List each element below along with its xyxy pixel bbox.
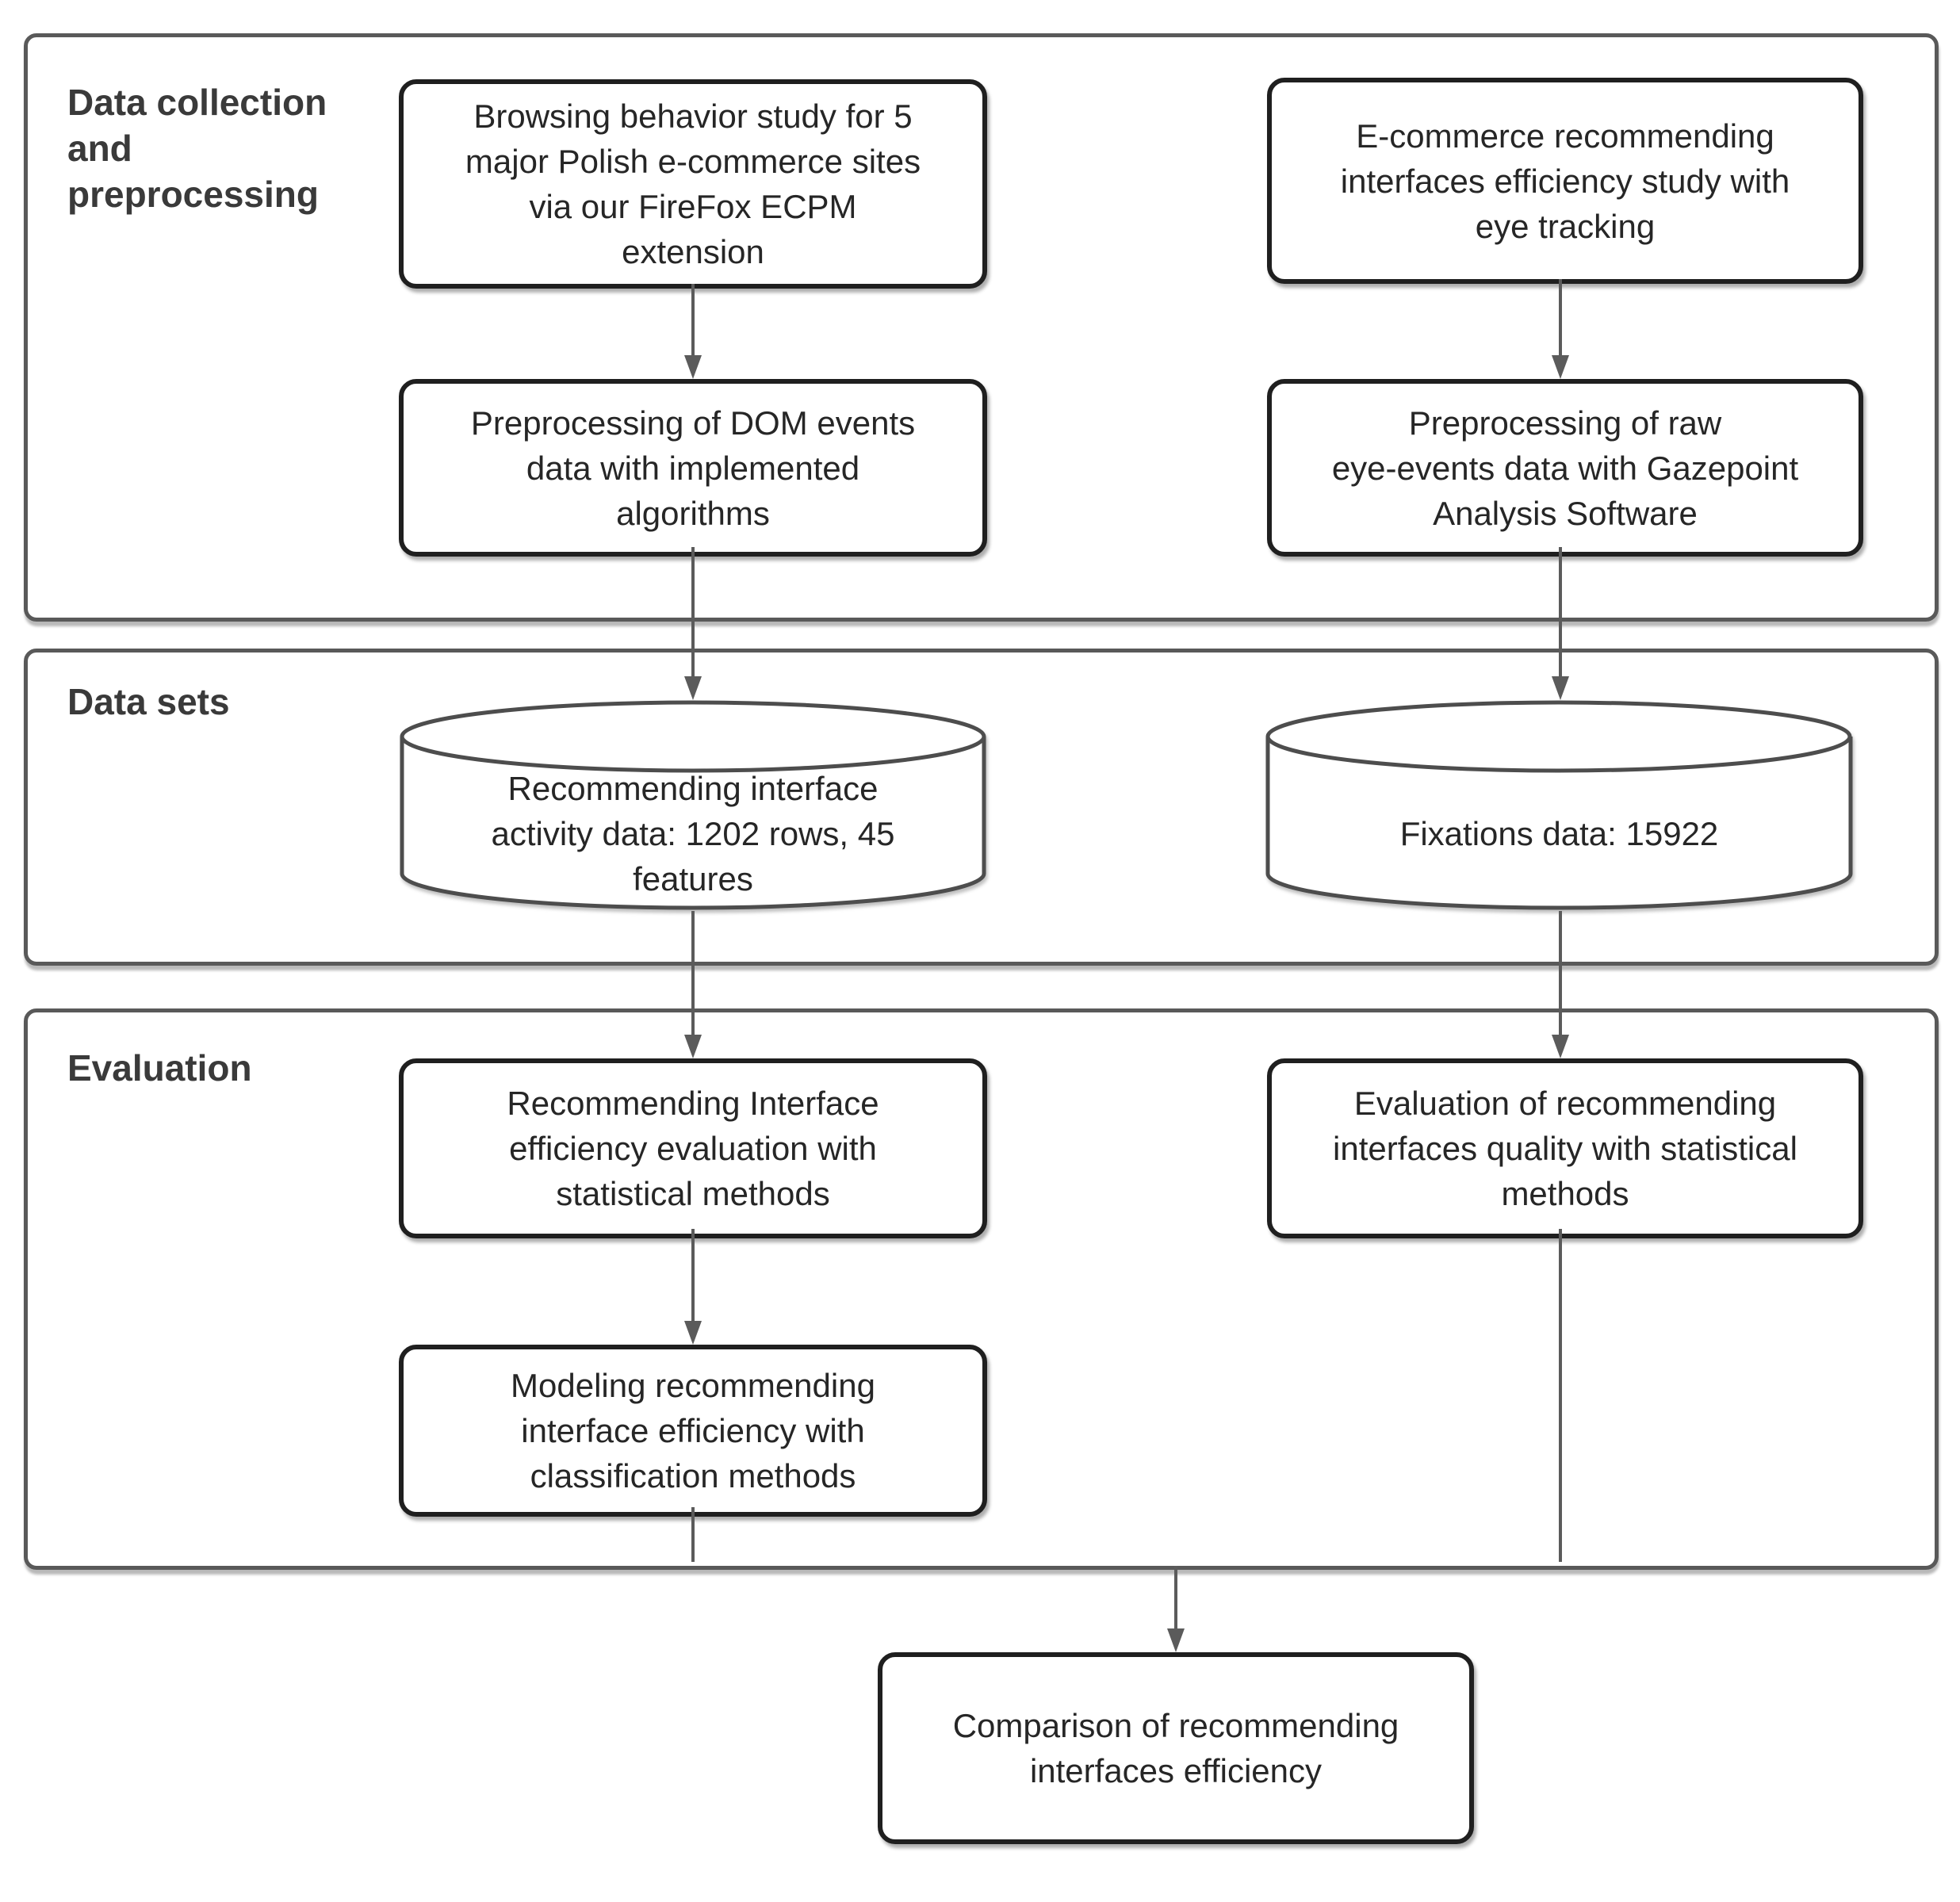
node-comparison-text: Comparison of recommending interfaces ef…	[952, 1707, 1399, 1789]
arrowhead-icon	[684, 1035, 702, 1058]
connector-line	[691, 911, 695, 1035]
node-eye-tracking-study: E-commerce recommending interfaces effic…	[1267, 78, 1863, 284]
arrowhead-icon	[1552, 1035, 1569, 1058]
connector-line	[1559, 547, 1562, 677]
section-data-collection	[24, 33, 1939, 622]
cylinder-shape	[1265, 700, 1853, 910]
arrowhead-icon	[684, 676, 702, 700]
fixations-dataset-text: Fixations data: 15922	[1399, 814, 1719, 852]
connector-modeling-to-border	[683, 1507, 702, 1562]
connector-statistical-to-modeling	[683, 1229, 702, 1345]
connector-evaluation-to-comparison	[1166, 1566, 1185, 1652]
activity-dataset-cylinder: Recommending interface activity data: 12…	[398, 700, 988, 911]
arrowhead-icon	[1552, 676, 1569, 700]
activity-dataset-text: Recommending interface activity data: 12…	[491, 769, 895, 897]
arrowhead-icon	[1167, 1628, 1185, 1652]
connector-dom-to-activity-dataset	[683, 547, 702, 700]
node-statistical-evaluation-text: Recommending Interface efficiency evalua…	[507, 1085, 879, 1212]
node-dom-preprocessing-text: Preprocessing of DOM events data with im…	[470, 404, 916, 532]
arrowhead-icon	[684, 355, 702, 379]
node-eye-tracking-study-text: E-commerce recommending interfaces effic…	[1340, 117, 1790, 245]
node-browsing-study: Browsing behavior study for 5 major Poli…	[399, 79, 987, 289]
connector-activity-to-statistical	[683, 911, 702, 1058]
section-label-evaluation: Evaluation	[67, 1047, 252, 1089]
node-classification-modeling-text: Modeling recommending interface efficien…	[511, 1367, 875, 1494]
section-label-data-collection: Data collection and preprocessing	[67, 82, 327, 215]
section-label-data-sets: Data sets	[67, 681, 230, 722]
node-comparison: Comparison of recommending interfaces ef…	[878, 1652, 1474, 1844]
connector-line	[691, 284, 695, 356]
arrowhead-icon	[684, 1321, 702, 1345]
arrowhead-icon	[1552, 355, 1569, 379]
connector-line	[1559, 911, 1562, 1035]
connector-line	[691, 1229, 695, 1322]
node-browsing-study-text: Browsing behavior study for 5 major Poli…	[465, 98, 921, 270]
section-data-sets	[24, 649, 1939, 966]
connector-line	[691, 547, 695, 677]
fixations-dataset-cylinder: Fixations data: 15922	[1264, 700, 1855, 911]
connector-line	[1559, 1229, 1562, 1562]
connector-fixations-to-quality	[1551, 911, 1570, 1058]
node-dom-preprocessing: Preprocessing of DOM events data with im…	[399, 379, 987, 557]
connector-browsing-to-dom	[683, 284, 702, 379]
node-statistical-evaluation: Recommending Interface efficiency evalua…	[399, 1058, 987, 1238]
connector-quality-to-border	[1551, 1229, 1570, 1562]
section-evaluation	[24, 1008, 1939, 1570]
connector-line	[1559, 279, 1562, 356]
connector-line	[691, 1507, 695, 1562]
node-classification-modeling: Modeling recommending interface efficien…	[399, 1345, 987, 1517]
connector-eyepreprocessing-to-fixations	[1551, 547, 1570, 700]
node-quality-evaluation: Evaluation of recommending interfaces qu…	[1267, 1058, 1863, 1238]
connector-line	[1174, 1566, 1177, 1629]
node-eye-preprocessing: Preprocessing of raw eye-events data wit…	[1267, 379, 1863, 557]
cylinder-shape	[400, 700, 986, 910]
node-eye-preprocessing-text: Preprocessing of raw eye-events data wit…	[1331, 404, 1799, 532]
connector-eyetracking-to-eyepreprocessing	[1551, 279, 1570, 379]
node-quality-evaluation-text: Evaluation of recommending interfaces qu…	[1333, 1085, 1797, 1212]
